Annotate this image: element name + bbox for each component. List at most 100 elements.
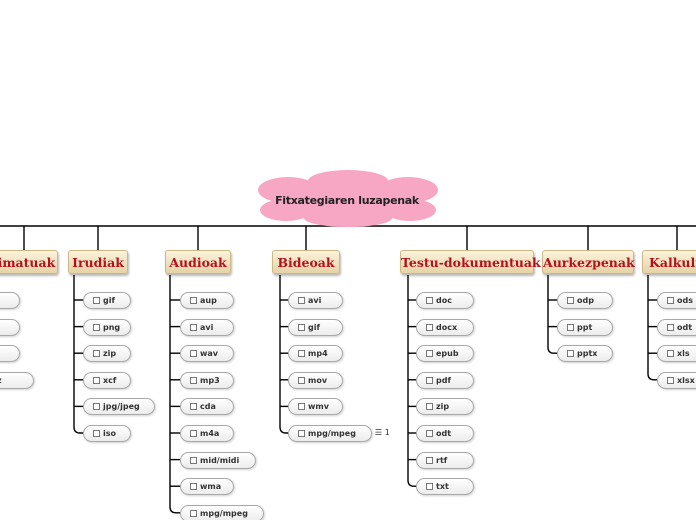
leaf-item[interactable]: cda bbox=[180, 398, 234, 416]
leaf-item[interactable]: m4a bbox=[180, 425, 234, 442]
leaf-item-label: mp3 bbox=[200, 375, 220, 385]
category-irudiak[interactable]: Irudiak bbox=[68, 250, 128, 274]
leaf-item[interactable]: ppt bbox=[557, 318, 613, 336]
root-node[interactable]: Fitxategiaren luzapenak bbox=[275, 194, 419, 207]
checkbox-icon[interactable] bbox=[567, 297, 574, 304]
checkbox-icon[interactable] bbox=[298, 430, 305, 437]
leaf-item[interactable]: rtf bbox=[416, 451, 474, 469]
leaf-item-label: cda bbox=[200, 402, 216, 412]
checkbox-icon[interactable] bbox=[567, 350, 574, 358]
leaf-item[interactable]: odt bbox=[657, 318, 696, 336]
checkbox-icon[interactable] bbox=[190, 376, 197, 384]
leaf-item[interactable]: mp3 bbox=[180, 371, 234, 389]
checkbox-icon[interactable] bbox=[426, 297, 433, 304]
checkbox-icon[interactable] bbox=[298, 297, 305, 304]
category-bideoak[interactable]: Bideoak bbox=[272, 250, 340, 274]
checkbox-icon[interactable] bbox=[93, 430, 100, 437]
item-trunk bbox=[547, 275, 557, 354]
leaf-item[interactable]: avi bbox=[288, 292, 343, 309]
leaf-item[interactable]: ar.gz bbox=[0, 371, 34, 389]
checkbox-icon[interactable] bbox=[298, 323, 305, 331]
leaf-item[interactable]: ip bbox=[0, 292, 20, 309]
leaf-item[interactable]: mid/midi bbox=[180, 451, 256, 469]
leaf-item[interactable]: zip bbox=[83, 345, 131, 363]
category-kalkulu[interactable]: Kalkulu bbox=[642, 250, 696, 274]
leaf-item[interactable]: epub bbox=[416, 345, 474, 363]
leaf-item-label: mp4 bbox=[308, 349, 328, 359]
checkbox-icon[interactable] bbox=[667, 376, 674, 384]
leaf-item[interactable]: txt bbox=[416, 478, 474, 496]
leaf-item-label: epub bbox=[436, 349, 459, 359]
leaf-item[interactable]: doc bbox=[416, 292, 474, 309]
checkbox-icon[interactable] bbox=[93, 297, 100, 304]
checkbox-icon[interactable] bbox=[93, 376, 100, 384]
checkbox-icon[interactable] bbox=[190, 430, 197, 437]
leaf-item[interactable]: ods bbox=[657, 292, 696, 309]
leaf-item-label: mpg/mpeg bbox=[200, 508, 248, 518]
leaf-item[interactable]: ar bbox=[0, 318, 20, 336]
item-trunk bbox=[169, 275, 180, 514]
leaf-item[interactable]: jpg/jpeg bbox=[83, 398, 155, 416]
checkbox-icon[interactable] bbox=[298, 403, 305, 411]
checkbox-icon[interactable] bbox=[190, 483, 197, 491]
checkbox-icon[interactable] bbox=[567, 323, 574, 331]
checkbox-icon[interactable] bbox=[190, 403, 197, 411]
checkbox-icon[interactable] bbox=[190, 297, 197, 304]
leaf-item[interactable]: docx bbox=[416, 318, 474, 336]
leaf-item[interactable]: png bbox=[83, 318, 131, 336]
leaf-item[interactable]: pptx bbox=[557, 345, 613, 363]
leaf-item[interactable]: xlsx bbox=[657, 371, 696, 389]
leaf-item[interactable]: wma bbox=[180, 478, 234, 496]
leaf-item[interactable]: gif bbox=[83, 292, 131, 309]
leaf-item[interactable]: odp bbox=[557, 292, 613, 309]
checkbox-icon[interactable] bbox=[667, 297, 674, 304]
leaf-item[interactable]: aup bbox=[180, 292, 234, 309]
leaf-item[interactable]: mpg/mpeg bbox=[180, 504, 264, 520]
leaf-item-label: gif bbox=[308, 322, 320, 332]
checkbox-icon[interactable] bbox=[190, 323, 197, 331]
leaf-item[interactable]: mov bbox=[288, 371, 343, 389]
checkbox-icon[interactable] bbox=[426, 323, 433, 331]
leaf-item-label: ar.gz bbox=[0, 373, 2, 388]
leaf-item-label: aup bbox=[200, 296, 217, 305]
checkbox-icon[interactable] bbox=[667, 350, 674, 358]
leaf-item[interactable]: pdf bbox=[416, 371, 474, 389]
category-formatuak[interactable]: rimatuak bbox=[0, 250, 58, 274]
leaf-item[interactable]: zip bbox=[416, 398, 474, 416]
checkbox-icon[interactable] bbox=[426, 350, 433, 358]
note-count: 1 bbox=[384, 428, 390, 437]
checkbox-icon[interactable] bbox=[190, 509, 197, 517]
leaf-item-label: pptx bbox=[577, 349, 598, 359]
checkbox-icon[interactable] bbox=[93, 350, 100, 358]
checkbox-icon[interactable] bbox=[426, 430, 433, 437]
checkbox-icon[interactable] bbox=[426, 376, 433, 384]
checkbox-icon[interactable] bbox=[426, 456, 433, 464]
leaf-item[interactable]: xcf bbox=[83, 371, 131, 389]
checkbox-icon[interactable] bbox=[298, 376, 305, 384]
leaf-item-label: xcf bbox=[103, 375, 117, 385]
list-icon[interactable]: ☰ 1 bbox=[375, 428, 390, 437]
leaf-item[interactable]: mp4 bbox=[288, 345, 343, 363]
leaf-item[interactable]: wav bbox=[180, 345, 234, 363]
checkbox-icon[interactable] bbox=[190, 350, 197, 358]
checkbox-icon[interactable] bbox=[298, 350, 305, 358]
checkbox-icon[interactable] bbox=[426, 483, 433, 491]
checkbox-icon[interactable] bbox=[93, 403, 100, 411]
leaf-item[interactable]: wmv bbox=[288, 398, 343, 416]
leaf-item[interactable]: odt bbox=[416, 425, 474, 442]
leaf-item[interactable]: iso bbox=[83, 425, 131, 442]
category-testu-dokumentuak[interactable]: Testu-dokumentuak bbox=[400, 250, 541, 274]
checkbox-icon[interactable] bbox=[426, 403, 433, 411]
leaf-item[interactable]: mp bbox=[0, 345, 20, 363]
leaf-item[interactable]: mpg/mpeg bbox=[288, 425, 372, 442]
leaf-item[interactable]: avi bbox=[180, 318, 234, 336]
category-audioak[interactable]: Audioak bbox=[165, 250, 231, 274]
leaf-item[interactable]: xls bbox=[657, 345, 696, 363]
checkbox-icon[interactable] bbox=[667, 323, 674, 331]
checkbox-icon[interactable] bbox=[93, 323, 100, 331]
checkbox-icon[interactable] bbox=[190, 456, 197, 464]
item-trunk bbox=[279, 275, 288, 434]
item-trunk bbox=[407, 275, 416, 487]
category-aurkezpenak[interactable]: Aurkezpenak bbox=[542, 250, 635, 274]
leaf-item[interactable]: gif bbox=[288, 318, 343, 336]
